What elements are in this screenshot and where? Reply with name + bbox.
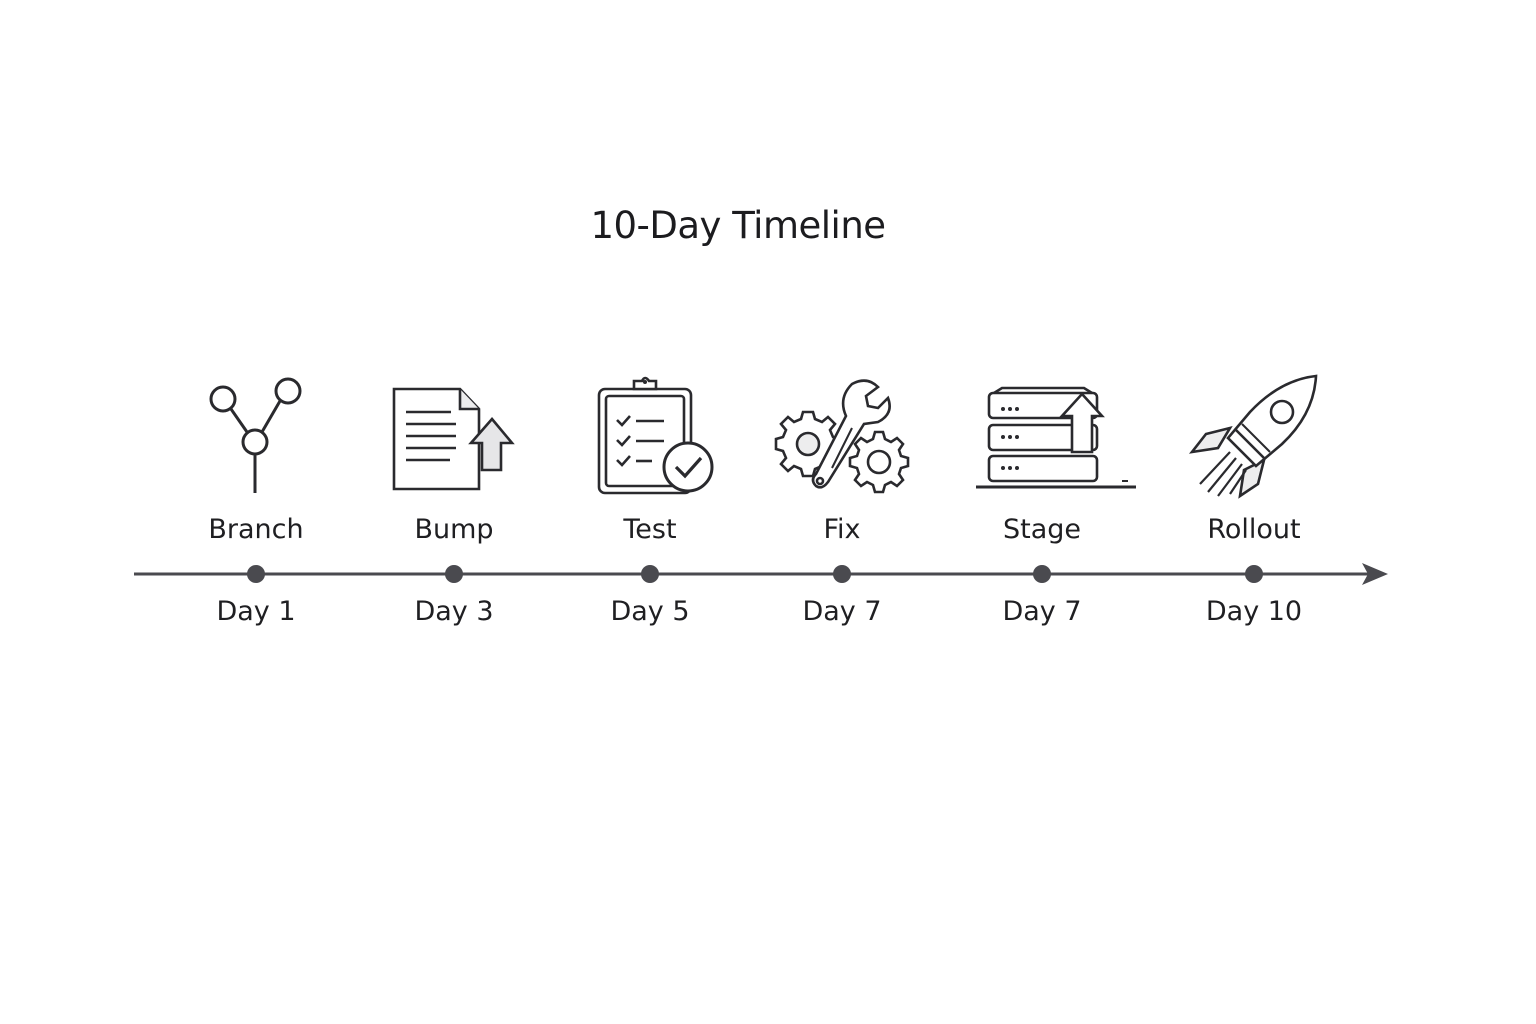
milestone-dot bbox=[1245, 565, 1263, 583]
milestone-label: Fix bbox=[823, 514, 861, 545]
milestone-dot bbox=[247, 565, 265, 583]
server-upload-icon bbox=[972, 372, 1136, 502]
timeline-arrowhead bbox=[1362, 563, 1388, 585]
milestone-day: Day 1 bbox=[216, 596, 296, 627]
milestone-dot bbox=[641, 565, 659, 583]
milestone-day: Day 7 bbox=[1002, 596, 1082, 627]
document-upload-icon bbox=[384, 372, 524, 502]
milestone-label: Branch bbox=[208, 514, 304, 545]
milestone-label: Rollout bbox=[1207, 514, 1301, 545]
milestone-label: Stage bbox=[1002, 514, 1082, 545]
milestone-dot bbox=[833, 565, 851, 583]
milestone-dot bbox=[1033, 565, 1051, 583]
timeline-title: 10-Day Timeline bbox=[590, 204, 886, 247]
milestone-day: Day 7 bbox=[802, 596, 882, 627]
milestone-day: Day 5 bbox=[610, 596, 690, 627]
milestone-day: Day 10 bbox=[1205, 596, 1303, 627]
milestone-day: Day 3 bbox=[414, 596, 494, 627]
rocket-icon bbox=[1184, 372, 1324, 502]
milestone-label: Test bbox=[623, 514, 677, 545]
git-branch-icon bbox=[186, 372, 326, 502]
milestone-label: Bump bbox=[414, 514, 494, 545]
wrench-gears-icon bbox=[772, 372, 912, 502]
milestone-dot bbox=[445, 565, 463, 583]
clipboard-check-icon bbox=[580, 372, 720, 502]
